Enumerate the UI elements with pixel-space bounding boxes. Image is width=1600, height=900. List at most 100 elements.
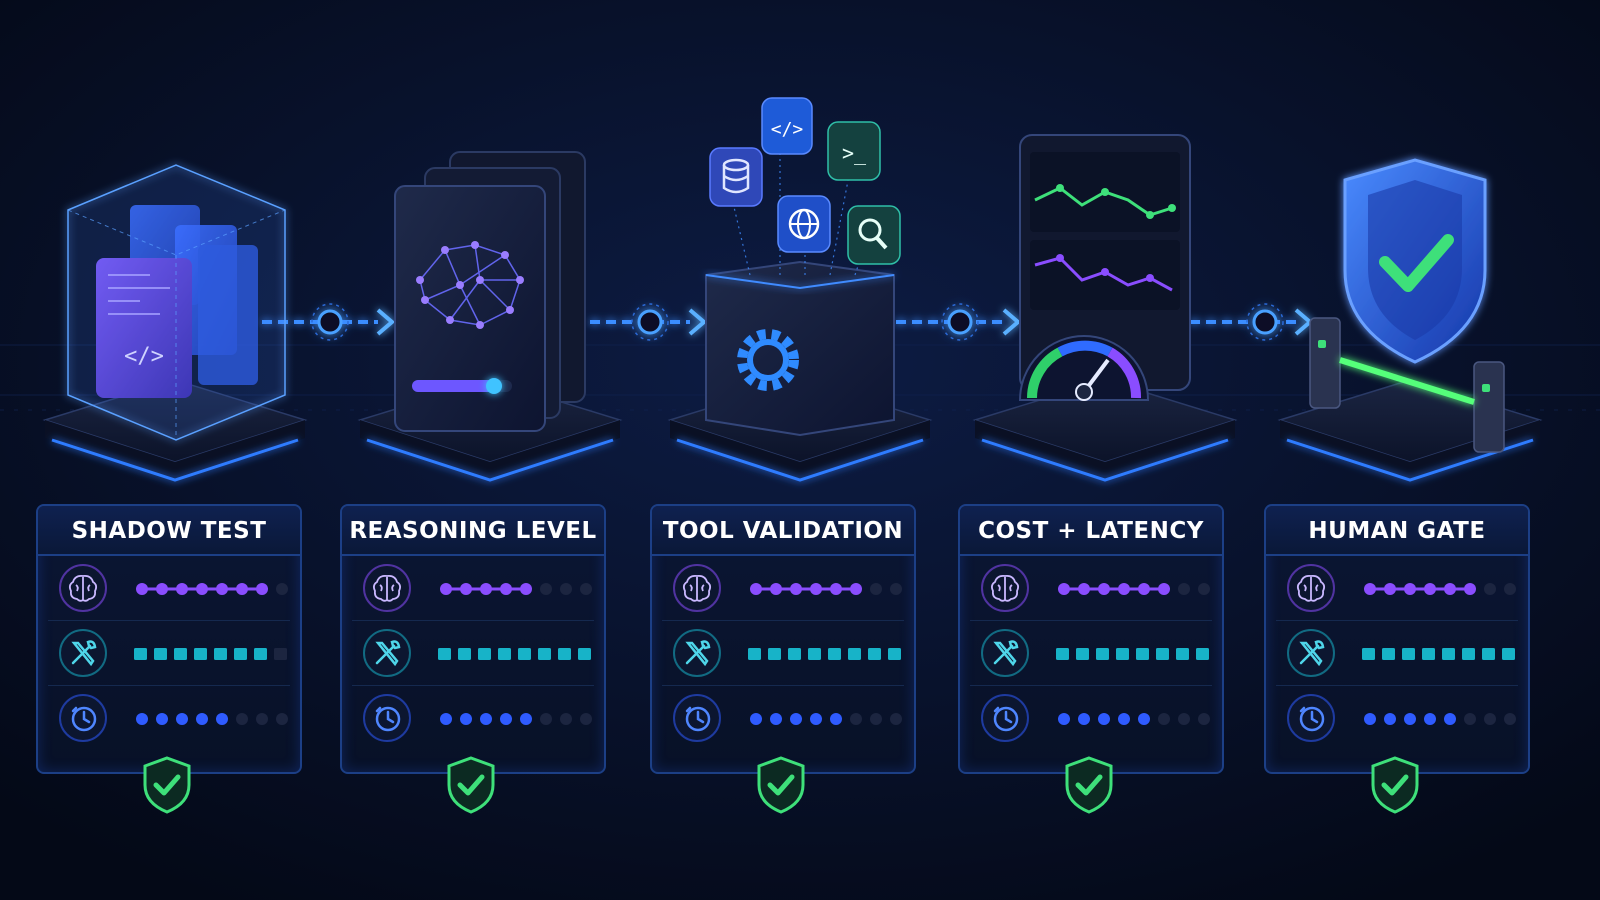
tools-level-mark [788, 648, 801, 660]
tool-box-illustration: </> >_ [705, 97, 901, 437]
reasoning-level-mark [1444, 583, 1456, 595]
latency-level-mark [1158, 713, 1170, 725]
latency-level-mark [216, 713, 228, 725]
stage-title: COST + LATENCY [960, 506, 1222, 556]
latency-level-bar [746, 711, 906, 727]
reasoning-level-mark [520, 583, 532, 595]
shield-check-icon [1368, 755, 1422, 815]
reasoning-metric-row [970, 556, 1212, 621]
stage-title: REASONING LEVEL [342, 506, 604, 556]
latency-level-mark [256, 713, 268, 725]
tools-level-mark [808, 648, 821, 660]
reasoning-level-mark [870, 583, 882, 595]
latency-metric-row [970, 686, 1212, 750]
latency-level-mark [236, 713, 248, 725]
clock-icon [672, 693, 722, 743]
tools-level-mark [748, 648, 761, 660]
stage-title: HUMAN GATE [1266, 506, 1528, 556]
tools-metric-row [48, 621, 290, 686]
reasoning-level-bar [436, 581, 596, 597]
tools-level-mark [1196, 648, 1209, 660]
gate-post-left [1309, 317, 1341, 409]
sandbox-documents-illustration: </> [67, 164, 286, 441]
shield-check-icon [140, 755, 194, 815]
tools-level-mark [1136, 648, 1149, 660]
reasoning-metric-row [1276, 556, 1518, 621]
tools-level-mark [1482, 648, 1495, 660]
tools-level-bar [746, 646, 906, 662]
reasoning-level-mark [1364, 583, 1376, 595]
gear-icon [737, 329, 799, 391]
stage-card-2: REASONING LEVEL [340, 504, 606, 774]
svg-text:>_: >_ [842, 141, 867, 165]
latency-level-mark [1504, 713, 1516, 725]
reasoning-level-mark [1404, 583, 1416, 595]
reasoning-level-mark [480, 583, 492, 595]
clock-icon [980, 693, 1030, 743]
tools-level-mark [1422, 648, 1435, 660]
brain-icon [362, 563, 412, 613]
tools-level-mark [174, 648, 187, 660]
tools-level-mark [768, 648, 781, 660]
latency-level-mark [540, 713, 552, 725]
reasoning-level-mark [196, 583, 208, 595]
tools-level-mark [1176, 648, 1189, 660]
reasoning-level-bar [1054, 581, 1214, 597]
latency-level-mark [520, 713, 532, 725]
shield-check-icon [444, 755, 498, 815]
globe-icon [777, 195, 831, 253]
flow-connector-4 [1190, 303, 1314, 341]
magnifier-icon [847, 205, 901, 265]
latency-level-mark [1404, 713, 1416, 725]
reasoning-level-mark [1464, 583, 1476, 595]
gate-laser [1339, 357, 1475, 405]
latency-level-mark [500, 713, 512, 725]
reasoning-level-mark [500, 583, 512, 595]
latency-metric-row [662, 686, 904, 750]
wrench-screwdriver-icon [672, 628, 722, 678]
tools-level-mark [578, 648, 591, 660]
tools-level-mark [458, 648, 471, 660]
latency-metric-row [1276, 686, 1518, 750]
latency-level-mark [1138, 713, 1150, 725]
reasoning-level-mark [276, 583, 288, 595]
reasoning-metric-row [352, 556, 594, 621]
latency-level-mark [1444, 713, 1456, 725]
stage-card-3: TOOL VALIDATION [650, 504, 916, 774]
latency-level-mark [196, 713, 208, 725]
stage-title: TOOL VALIDATION [652, 506, 914, 556]
tools-level-mark [254, 648, 267, 660]
tools-level-mark [154, 648, 167, 660]
brain-icon [58, 563, 108, 613]
tools-level-mark [518, 648, 531, 660]
tools-level-mark [1502, 648, 1515, 660]
latency-level-mark [1178, 713, 1190, 725]
tools-level-mark [498, 648, 511, 660]
reasoning-level-mark [560, 583, 572, 595]
tools-level-mark [888, 648, 901, 660]
latency-level-mark [810, 713, 822, 725]
tools-level-mark [1442, 648, 1455, 660]
reasoning-level-bar [132, 581, 292, 597]
latency-metric-row [48, 686, 290, 750]
reasoning-level-mark [790, 583, 802, 595]
clock-icon [58, 693, 108, 743]
tools-metric-row [352, 621, 594, 686]
gauge-icon [1018, 335, 1150, 401]
wrench-screwdriver-icon [980, 628, 1030, 678]
reasoning-level-mark [580, 583, 592, 595]
reasoning-level-mark [460, 583, 472, 595]
reasoning-level-mark [216, 583, 228, 595]
cost-latency-illustration [1018, 134, 1191, 401]
reasoning-slider-fill [412, 380, 494, 392]
reasoning-slider-knob [486, 378, 502, 394]
shield-check-icon [1062, 755, 1116, 815]
latency-level-mark [560, 713, 572, 725]
latency-level-mark [830, 713, 842, 725]
reasoning-level-mark [236, 583, 248, 595]
latency-level-mark [750, 713, 762, 725]
tools-level-mark [478, 648, 491, 660]
reasoning-level-mark [1098, 583, 1110, 595]
tools-level-mark [868, 648, 881, 660]
latency-level-mark [480, 713, 492, 725]
